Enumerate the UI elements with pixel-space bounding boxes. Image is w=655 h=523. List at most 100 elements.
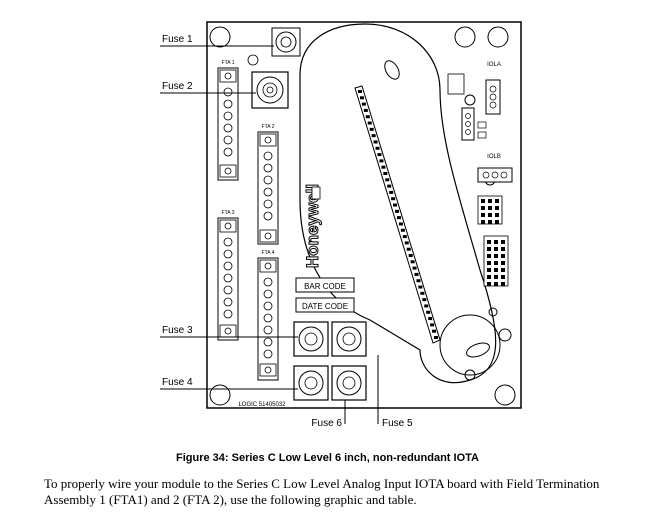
grid-pin — [481, 199, 485, 203]
pin-grid — [477, 195, 503, 225]
terminal-screw — [263, 337, 273, 347]
iota-board-figure: BAR CODE DATE CODE Honeywell FTA 1 FTA 2… — [160, 21, 522, 429]
header-pin — [400, 228, 405, 232]
header-pin — [418, 285, 423, 289]
grid-pin — [494, 268, 498, 272]
header-pin — [434, 336, 438, 339]
fuse-component-upper-right — [331, 321, 367, 357]
grid-pin — [487, 275, 491, 279]
terminal-screw — [263, 277, 273, 287]
terminal-screw — [263, 163, 273, 173]
iota-board-diagram: BAR CODE DATE CODE Honeywell FTA 1 FTA 2… — [160, 21, 522, 429]
terminal-screw — [223, 111, 233, 121]
header-pin — [391, 197, 396, 201]
grid-pin — [488, 199, 492, 203]
iolb-label: IOLB — [487, 154, 501, 160]
mounting-hole — [454, 26, 476, 48]
terminal-screw — [263, 301, 273, 311]
mounting-hole — [464, 94, 476, 106]
logic-label: LOGIC 51405032 — [238, 402, 286, 408]
grid-pin — [501, 268, 505, 272]
header-pin — [422, 298, 427, 302]
terminal-screw — [223, 297, 233, 307]
grid-pin — [495, 220, 499, 224]
grid-pin — [494, 261, 498, 265]
terminal-screw — [223, 285, 233, 295]
fuse4-component — [293, 365, 329, 401]
grid-pin — [494, 240, 498, 244]
small-jumper — [447, 73, 465, 95]
terminal-screw — [263, 313, 273, 323]
terminal-screw — [223, 99, 233, 109]
terminal-screw — [223, 273, 233, 283]
header-pin — [389, 190, 394, 194]
terminal-screw — [223, 123, 233, 133]
grid-pin — [488, 206, 492, 210]
grid-pin — [495, 199, 499, 203]
terminal-screw — [263, 349, 273, 359]
top-connector — [384, 60, 400, 80]
terminal-screw — [263, 289, 273, 299]
terminal-block-fta2 — [257, 131, 279, 245]
carrier-end-circle — [439, 314, 501, 376]
header-pin — [396, 216, 401, 220]
grid-pin — [494, 247, 498, 251]
header-pin — [412, 266, 417, 270]
fuse5-label: Fuse 5 — [382, 418, 413, 429]
jumper-block — [461, 107, 475, 141]
terminal-screw — [223, 147, 233, 157]
bar-code-text: BAR CODE — [304, 282, 346, 291]
header-pin — [377, 153, 382, 157]
terminal-screw — [263, 175, 273, 185]
terminal-block-fta3 — [217, 217, 239, 341]
grid-pin — [481, 220, 485, 224]
small-component — [247, 54, 259, 66]
body-paragraph: To properly wire your module to the Seri… — [44, 476, 600, 507]
mounting-hole — [494, 384, 516, 406]
terminal-screw — [223, 249, 233, 259]
header-pin — [424, 304, 429, 308]
header-pin — [428, 317, 433, 321]
grid-pin — [487, 282, 491, 286]
grid-pin — [487, 240, 491, 244]
header-pin — [404, 241, 409, 245]
bar-code-box — [295, 277, 355, 293]
header-pin — [383, 172, 388, 175]
header-pin — [414, 272, 419, 276]
grid-pin — [487, 254, 491, 258]
header-pin — [371, 134, 376, 138]
header-pin — [420, 291, 425, 295]
fuse1-label: Fuse 1 — [162, 34, 193, 45]
carrier-outline — [299, 23, 497, 384]
fta3-label: FTA 3 — [222, 210, 235, 216]
pin-grid — [483, 235, 509, 287]
mounting-hole — [209, 384, 231, 406]
header-pin — [365, 115, 370, 119]
header-pin — [426, 310, 431, 314]
terminal-screw — [223, 237, 233, 247]
fuse3-component — [293, 321, 329, 357]
header-pin — [369, 127, 374, 131]
header-pin — [393, 203, 398, 207]
header-pin — [395, 209, 400, 213]
grid-pin — [488, 213, 492, 217]
header-pin — [416, 279, 421, 283]
grid-pin — [494, 275, 498, 279]
header-pin — [402, 235, 407, 239]
grid-pin — [481, 213, 485, 217]
mounting-hole — [498, 328, 512, 342]
fuse4-label: Fuse 4 — [162, 377, 193, 388]
header-pin — [358, 90, 362, 93]
fta2-label: FTA 2 — [262, 124, 275, 130]
terminal-screw — [223, 135, 233, 145]
mounting-hole — [487, 26, 509, 48]
small-square — [311, 186, 321, 200]
header-pin — [367, 121, 372, 125]
header-pin — [406, 247, 411, 251]
header-pin — [430, 323, 435, 327]
iola-label: IOLA — [487, 62, 501, 68]
fuse3-label: Fuse 3 — [162, 325, 193, 336]
fta1-label: FTA 1 — [222, 60, 235, 66]
header-pin — [361, 102, 366, 106]
date-code-box — [295, 297, 355, 313]
